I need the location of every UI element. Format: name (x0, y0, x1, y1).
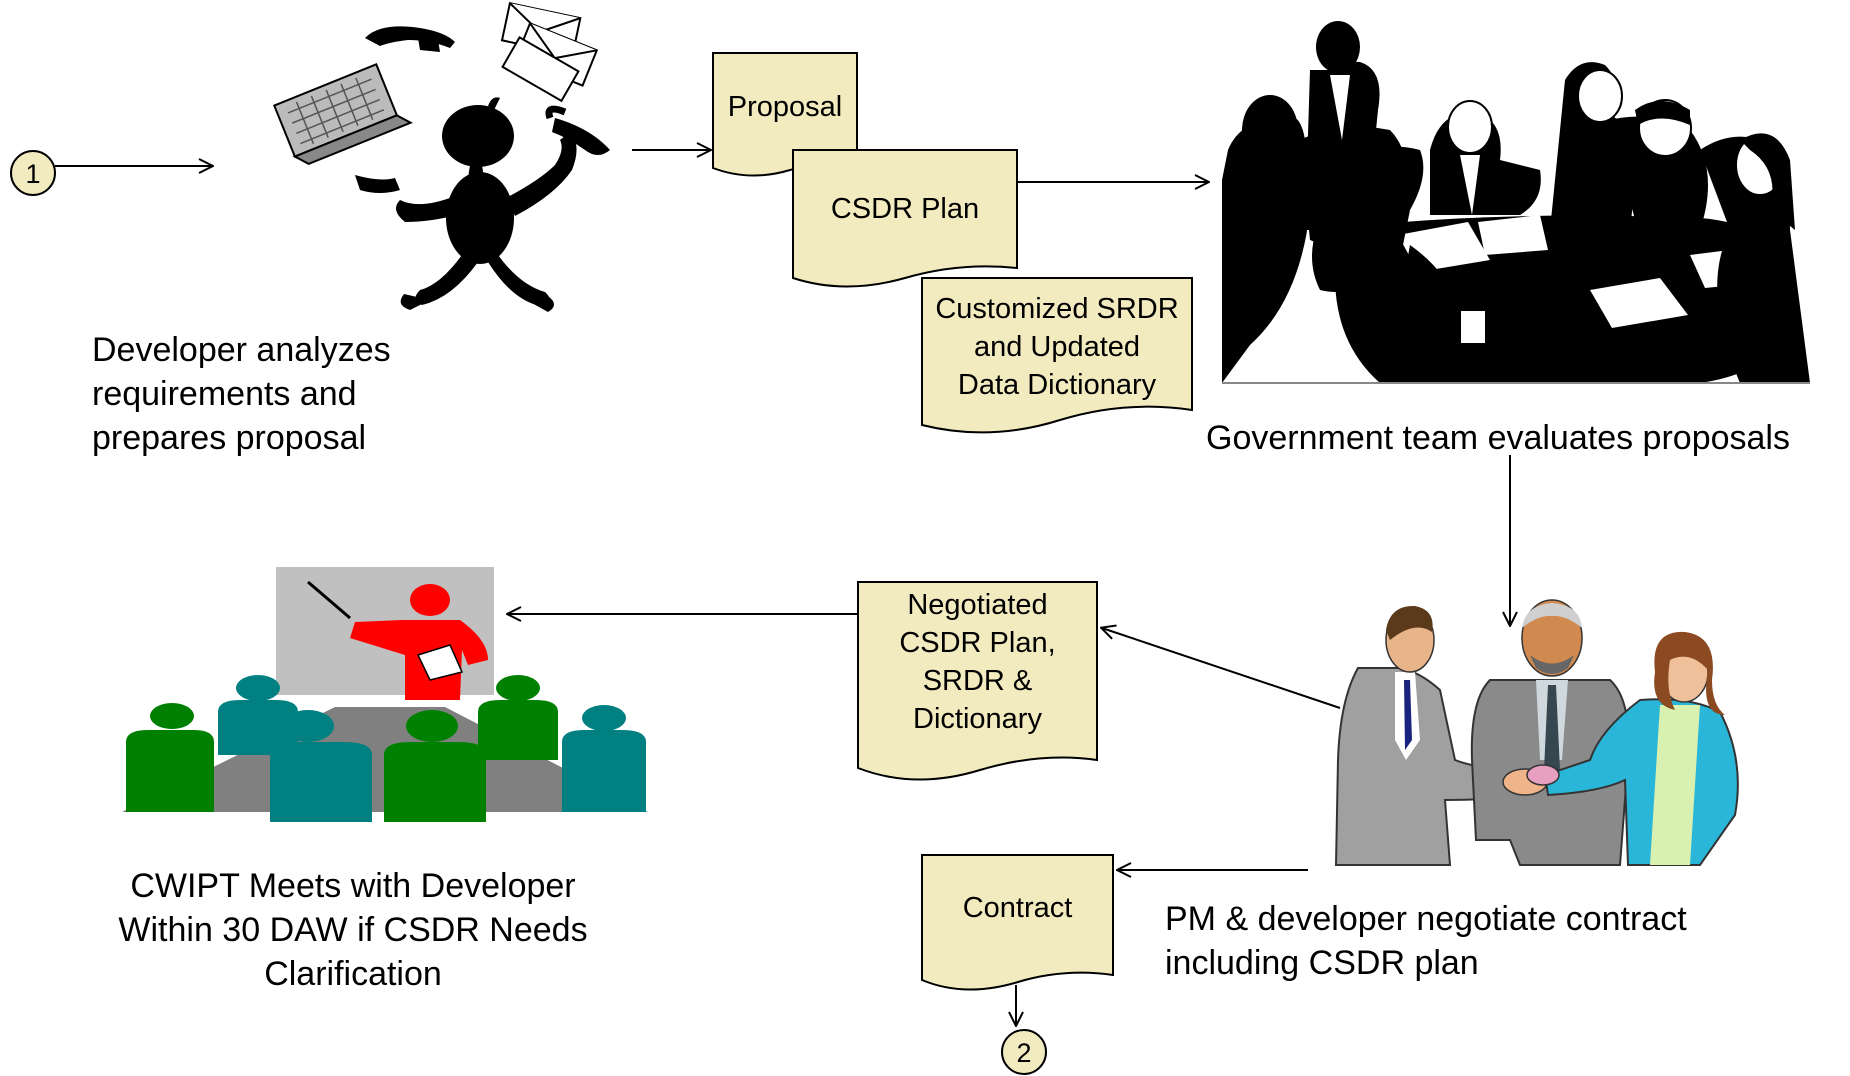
svg-text:2: 2 (1016, 1038, 1031, 1068)
government-caption: Government team evaluates proposals (1206, 419, 1790, 457)
cwipt-caption: CWIPT Meets with Developer Within 30 DAW… (60, 864, 646, 996)
handshake-clipart (1334, 599, 1739, 866)
customized-srdr-line-1: Customized SRDR (935, 293, 1179, 325)
developer-caption-line-1: Developer analyzes (92, 331, 391, 369)
cwipt-meeting-clipart (122, 567, 648, 822)
pm-caption-line-1: PM & developer negotiate contract (1165, 900, 1687, 938)
proposal-label: Proposal (727, 91, 843, 123)
cwipt-caption-line-2: Within 30 DAW if CSDR Needs (118, 911, 588, 949)
arrow-negotiation-to-negotiated-docs (1102, 628, 1341, 709)
customized-srdr-label: Customized SRDR and Updated Data Diction… (922, 290, 1192, 404)
start-connector: 1 (10, 150, 56, 196)
negotiated-line-2: CSDR Plan, (899, 627, 1056, 659)
developer-caption: Developer analyzes requirements and prep… (92, 328, 391, 460)
customized-srdr-document (921, 277, 1193, 434)
pm-caption-line-2: including CSDR plan (1165, 944, 1479, 982)
developer-caption-line-2: requirements and (92, 375, 357, 413)
customized-srdr-line-3: Data Dictionary (957, 369, 1157, 401)
contract-label: Contract (962, 892, 1073, 924)
negotiated-label: Negotiated CSDR Plan, SRDR & Dictionary (858, 586, 1097, 738)
cwipt-caption-line-1: CWIPT Meets with Developer (130, 867, 576, 905)
svg-text:1: 1 (25, 159, 40, 189)
end-connector: 2 (1001, 1029, 1047, 1075)
cwipt-caption-line-3: Clarification (264, 955, 442, 993)
csdr-plan-label: CSDR Plan (830, 193, 980, 225)
negotiated-document (857, 581, 1098, 781)
negotiated-line-1: Negotiated (907, 589, 1048, 621)
developer-clipart (272, 1, 610, 312)
negotiated-line-4: Dictionary (913, 703, 1042, 735)
contract-document (921, 854, 1114, 991)
developer-caption-line-3: prepares proposal (92, 419, 367, 457)
pm-caption: PM & developer negotiate contract includ… (1165, 897, 1687, 985)
customized-srdr-line-2: and Updated (973, 331, 1141, 363)
government-team-clipart (1222, 21, 1810, 384)
csdr-plan-document (792, 149, 1018, 288)
negotiated-line-3: SRDR & (922, 665, 1033, 697)
